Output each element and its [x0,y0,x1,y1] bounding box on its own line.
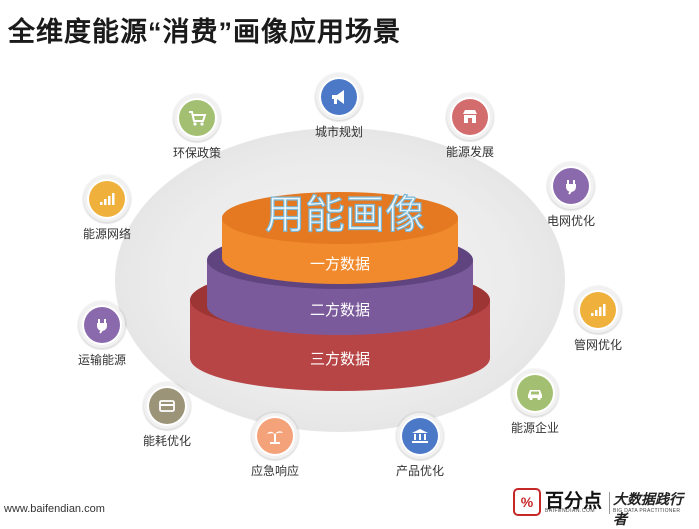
tier-label-bottom: 三方数据 [310,351,370,368]
brand-name: 百分点 [545,491,603,512]
bank-icon [412,429,428,443]
scenario-node-pipe-network-optimization: 管网优化 [538,287,658,353]
brand-domain: BAIFENDIAN.COM [545,508,596,514]
card-icon [159,400,175,412]
scenario-node-consumption-optimization: 能耗优化 [107,383,227,449]
scenario-node-grid-optimization: 电网优化 [511,163,631,229]
footer-url: www.baifendian.com [4,503,105,515]
brand-divider [609,492,610,514]
megaphone-icon [332,90,344,104]
scenario-label: 能耗优化 [142,434,191,448]
plug-icon [97,319,107,334]
tier-top [222,192,458,284]
scenario-label: 应急响应 [250,464,299,478]
center-headline: 用能画像 [265,192,425,238]
scenario-label: 能源发展 [445,145,494,159]
brand-logo: % 百分点 BAIFENDIAN.COM 大数据践行者 BIG DATA PRA… [513,486,695,528]
scenario-label: 电网优化 [546,214,595,228]
scenario-node-environmental-policy: 环保政策 [137,95,257,161]
store-icon [463,110,477,123]
plug-icon [566,180,576,195]
palm-tree-icon [267,431,283,444]
tier-label-middle: 二方数据 [310,302,370,319]
brand-slogan-english: BIG DATA PRACTITIONER [613,508,681,514]
scenario-node-emergency-response: 应急响应 [215,413,335,479]
percent-logo-icon: % [513,488,541,516]
tier-label-top: 一方数据 [310,256,370,273]
scenario-label: 管网优化 [573,338,622,352]
scenario-node-city-planning: 城市规划 [279,74,399,140]
scenario-node-energy-enterprise: 能源企业 [475,370,595,436]
scenario-label: 能源网络 [82,227,131,241]
scenario-label: 运输能源 [77,353,126,367]
scenario-label: 环保政策 [172,146,221,160]
cart-icon [189,111,207,126]
scenario-node-energy-network: 能源网络 [47,176,167,242]
scenario-node-energy-development: 能源发展 [410,94,530,160]
signal-bars-icon [591,304,606,316]
scenario-label: 能源企业 [510,421,559,435]
scenario-node-transport-energy: 运输能源 [42,302,162,368]
scenario-label: 城市规划 [314,125,363,139]
scenario-label: 产品优化 [395,464,444,478]
scenario-node-product-optimization: 产品优化 [360,413,480,479]
page-title: 全维度能源“消费”画像应用场景 [8,17,401,47]
signal-bars-icon [100,193,115,205]
car-icon [528,390,542,401]
